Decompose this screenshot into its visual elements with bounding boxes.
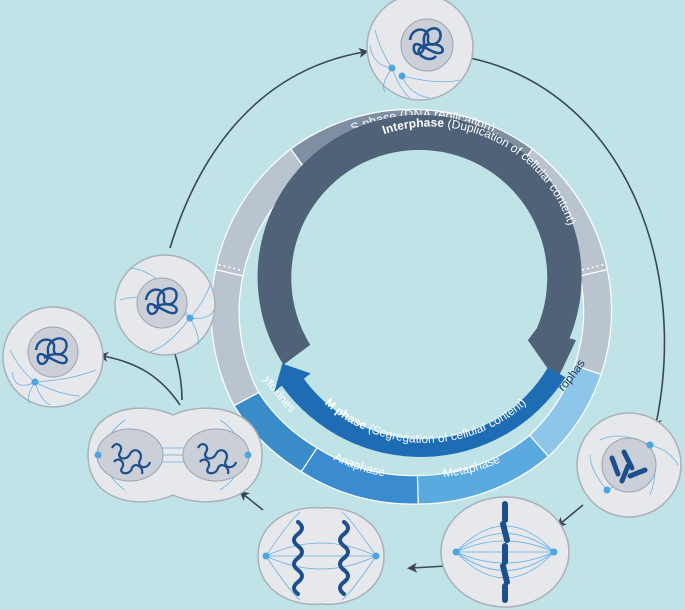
- chromatin-icon: [34, 337, 68, 365]
- segment-cytokinesis: [233, 391, 318, 473]
- chromatid-icon: [292, 520, 350, 596]
- arrow-g1-to-g2: [169, 47, 369, 249]
- interphase-arrow: [257, 114, 582, 382]
- chromatin-icon: [408, 27, 444, 61]
- daughter-cell: [2, 306, 104, 408]
- metaphase-cell: [440, 496, 570, 608]
- arrow-anaphase-to-telophase: [239, 490, 264, 511]
- telophase-cell: [87, 407, 263, 503]
- segment-g1-lower: [210, 268, 260, 407]
- chromosome-icon: [500, 501, 510, 603]
- chromatin-icon: [144, 287, 178, 315]
- prophase-cell: [576, 412, 682, 518]
- segment-anaphase: [300, 446, 419, 505]
- g1-cell: [114, 254, 216, 356]
- arrow-metaphase-to-anaphase: [407, 562, 447, 573]
- chromatin-icon: [111, 443, 238, 475]
- arrow-prophase-to-metaphase: [556, 504, 584, 528]
- dotted-divider-right: [581, 263, 607, 271]
- cycle-arrows: [98, 47, 666, 573]
- dotted-divider-left: [215, 263, 241, 271]
- chromosome-icon: [609, 449, 648, 484]
- arrow-telophase-to-daughter: [98, 352, 181, 406]
- arrow-g2-to-prophase: [469, 57, 666, 429]
- m-phase-arrow: [274, 363, 566, 458]
- g2-cell: [366, 0, 474, 101]
- anaphase-cell: [257, 506, 385, 606]
